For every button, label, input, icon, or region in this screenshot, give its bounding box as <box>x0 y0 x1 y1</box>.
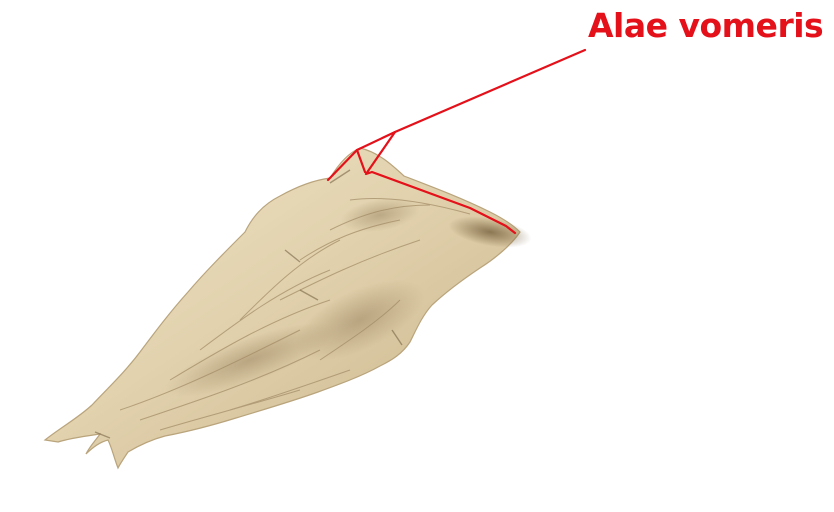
leader-line <box>326 48 587 235</box>
bone-texture <box>119 198 471 431</box>
bone-body <box>43 147 521 470</box>
structure-label: Alae vomeris <box>588 6 824 45</box>
